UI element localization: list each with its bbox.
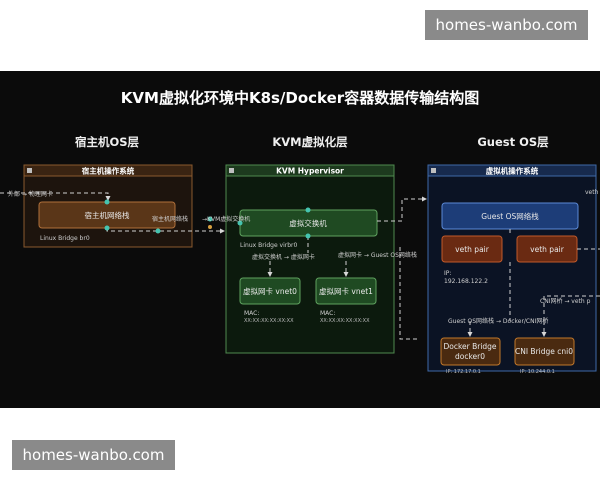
flow-external-line	[0, 192, 111, 201]
veth-pair-right-label: veth pair	[530, 245, 565, 254]
vnet1-card	[315, 277, 377, 305]
host-bridge-label: Linux Bridge br0	[40, 235, 90, 242]
guest-ip-value: 192.168.122.2	[444, 278, 488, 285]
guest-panel-title: 虚拟机操作系统	[486, 166, 539, 176]
vnet0-card	[239, 277, 301, 305]
cni-ip: IP: 10.244.0.1	[520, 369, 555, 375]
vnet0-label: 虚拟网卡 vnet0	[243, 286, 297, 296]
connector-dot	[208, 225, 212, 229]
flow-cni-to-veth-line	[543, 295, 600, 321]
guest-ip-label: IP:	[444, 270, 451, 277]
kvm-panel-title: KVM Hypervisor	[276, 167, 344, 176]
docker-bridge-line2: docker0	[455, 352, 485, 361]
veth-pair-left	[441, 235, 503, 263]
window-icon	[27, 168, 32, 173]
flow-label-guest-to-bridge: Guest OS网络栈 → Docker/CNI网桥	[448, 317, 548, 325]
edge-cut-label: veth	[585, 189, 599, 196]
host-panel-title: 宿主机操作系统	[82, 166, 135, 176]
connector-dot	[104, 199, 110, 205]
column-kvm: KVM虚拟化层	[272, 135, 348, 149]
column-host: 宿主机OS层	[75, 135, 140, 149]
vnet1-mac-label: MAC:	[320, 310, 335, 317]
flow-label-host-a: 宿主机网络栈	[152, 215, 188, 223]
connector-dot	[104, 225, 110, 231]
connector-dot	[155, 228, 161, 234]
virbr0-label: Linux Bridge virbr0	[240, 242, 297, 249]
watermark-bottom: homes-wanbo.com	[12, 440, 175, 470]
watermark-top: homes-wanbo.com	[425, 10, 588, 40]
guest-network-stack-label: Guest OS网络栈	[481, 211, 539, 221]
docker-bridge-line1: Docker Bridge	[443, 342, 496, 351]
diagram-canvas: KVM虚拟化环境中K8s/Docker容器数据传输结构图 宿主机OS层 KVM虚…	[0, 71, 600, 408]
host-os-panel: 宿主机操作系统 宿主机网络栈 Linux Bridge br0	[23, 164, 193, 248]
host-network-stack-label: 宿主机网络栈	[85, 210, 130, 220]
connector-dot	[237, 220, 243, 226]
connector-dot	[207, 216, 213, 222]
docker-bridge	[440, 337, 501, 366]
cni-bridge-label: CNI Bridge cni0	[515, 347, 573, 356]
veth-pair-left-label: veth pair	[455, 245, 490, 254]
flow-labels: 外部 → 物理网卡 宿主机网络栈 →KVM虚拟交换机 虚拟交换机 → 虚拟网卡 …	[8, 190, 591, 325]
flow-label-external: 外部 → 物理网卡	[8, 190, 53, 198]
docker-ip: IP: 172.17.0.1	[446, 369, 481, 375]
flow-label-host-b: →KVM虚拟交换机	[202, 215, 250, 223]
flow-label-cni-to-veth: CNI网桥 → veth p	[540, 297, 591, 305]
window-icon	[431, 168, 436, 173]
vnet1-label: 虚拟网卡 vnet1	[319, 286, 373, 296]
flow-label-nic-to-guest: 虚拟网卡 → Guest OS网络栈	[338, 251, 417, 259]
flow-label-switch-to-nic: 虚拟交换机 → 虚拟网卡	[252, 253, 315, 261]
column-guest: Guest OS层	[477, 135, 549, 149]
vnet0-mac-label: MAC:	[244, 310, 259, 317]
connector-dot	[305, 207, 311, 213]
cni-bridge	[514, 337, 575, 366]
data-flow-diagram: KVM虚拟化环境中K8s/Docker容器数据传输结构图 宿主机OS层 KVM虚…	[0, 89, 600, 375]
connector-dots	[104, 199, 311, 239]
kvm-hypervisor-panel: KVM Hypervisor 虚拟交换机 Linux Bridge virbr0…	[225, 164, 395, 354]
vnet0-mac-value: XX:XX:XX:XX:XX:XX	[244, 318, 294, 324]
flow-kvm-to-guest-line	[377, 196, 427, 222]
diagram-title: KVM虚拟化环境中K8s/Docker容器数据传输结构图	[121, 89, 479, 107]
virtual-switch-label: 虚拟交换机	[289, 218, 327, 228]
guest-os-panel: 虚拟机操作系统 Guest OS网络栈 veth pair veth pair …	[427, 164, 599, 375]
vnet1-mac-value: XX:XX:XX:XX:XX:XX	[320, 318, 370, 324]
window-icon	[229, 168, 234, 173]
connector-dot	[305, 233, 311, 239]
flow-lower-dashed-line	[399, 247, 418, 340]
